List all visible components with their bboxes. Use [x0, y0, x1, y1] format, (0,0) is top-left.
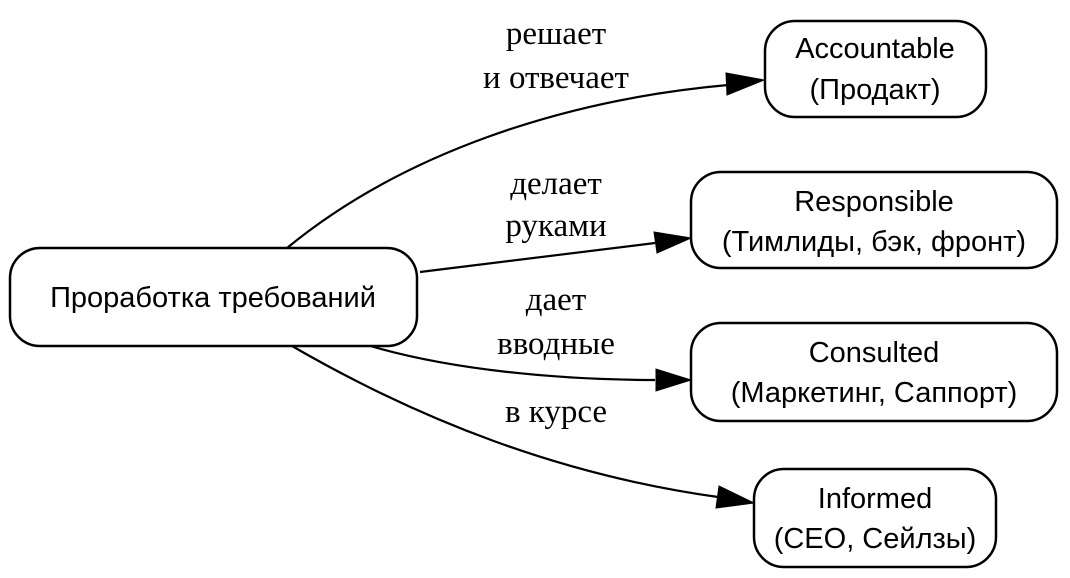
edge-informed: в курсе [291, 345, 756, 509]
target-node-consulted-who: (Маркетинг, Саппорт) [731, 377, 1018, 409]
target-node-consulted: Consulted (Маркетинг, Саппорт) [689, 321, 1059, 423]
target-node-accountable: Accountable (Продакт) [763, 19, 988, 119]
arrowhead-accountable [725, 72, 766, 96]
target-node-accountable-box [763, 19, 988, 119]
target-node-responsible-box [689, 170, 1059, 270]
target-node-responsible-who: (Тимлиды, бэк, фронт) [722, 226, 1026, 258]
arrowhead-informed [715, 485, 756, 509]
edge-accountable: решает и отвечает [286, 16, 766, 249]
arrowhead-consulted [655, 368, 693, 392]
edge-line-consulted [366, 343, 656, 382]
target-node-informed-box [752, 467, 998, 569]
edge-label-responsible-line1: делает [510, 166, 602, 202]
arrowhead-responsible [653, 231, 693, 254]
edge-label-accountable-line2: и отвечает [483, 60, 629, 96]
target-node-informed: Informed (CEO, Сейлзы) [752, 467, 998, 569]
target-node-accountable-role: Accountable [795, 33, 955, 65]
target-node-responsible: Responsible (Тимлиды, бэк, фронт) [689, 170, 1059, 270]
edge-label-consulted-line2: вводные [497, 326, 615, 362]
edge-label-responsible-line2: руками [505, 208, 606, 244]
edge-line-responsible [419, 241, 656, 274]
target-node-accountable-who: (Продакт) [809, 74, 940, 106]
target-node-consulted-role: Consulted [809, 337, 940, 369]
target-node-responsible-role: Responsible [794, 186, 954, 218]
edge-line-accountable [286, 83, 729, 249]
source-node-box [8, 246, 419, 348]
edge-label-informed-line1: в курсе [505, 394, 607, 430]
source-node-label: Проработка требований [50, 282, 376, 314]
edge-label-accountable-line1: решает [506, 16, 606, 52]
target-node-informed-who: (CEO, Сейлзы) [774, 523, 977, 555]
target-node-consulted-box [689, 321, 1059, 423]
source-node: Проработка требований [8, 246, 419, 348]
edge-label-consulted-line1: дает [526, 282, 587, 318]
target-node-informed-role: Informed [818, 483, 932, 515]
edge-consulted: дает вводные [366, 282, 693, 392]
edge-responsible: делает руками [419, 166, 693, 274]
edge-line-informed [291, 345, 719, 499]
